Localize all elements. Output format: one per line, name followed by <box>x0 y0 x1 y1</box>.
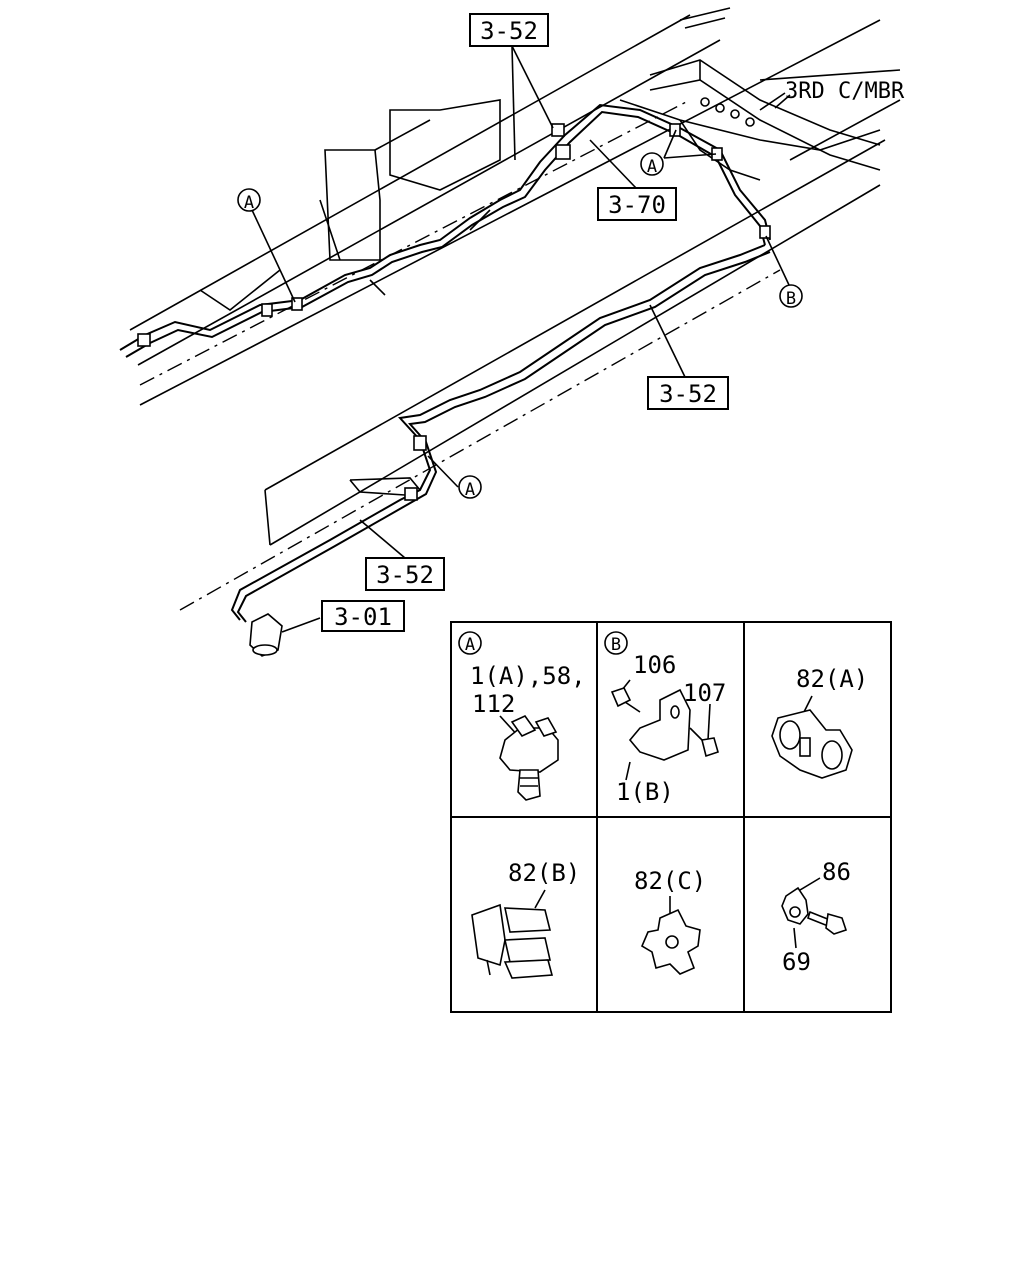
cell-part-text: 69 <box>782 948 811 976</box>
cell-part-text: 82(B) <box>508 859 580 887</box>
star-clip-icon <box>640 896 701 975</box>
third-cross-member <box>619 59 901 181</box>
ref-label: 3-01 <box>334 603 392 631</box>
cell-part-text: 86 <box>822 858 851 886</box>
table-cell-b: B 106 107 1(B) <box>604 631 726 806</box>
leader-lines <box>251 45 790 559</box>
clip-fastener-icon <box>499 714 559 801</box>
cross-member-label: 3RD C/MBR <box>785 79 905 104</box>
lower-frame-rail <box>179 139 886 611</box>
cell-part-text: 82(C) <box>634 867 706 895</box>
p-clamp-bolt-icon <box>781 877 848 949</box>
table-cell-c: 82(A) <box>771 665 868 779</box>
hose-clamp-icon <box>771 695 853 779</box>
callout-b: B <box>779 284 803 309</box>
upper-fuel-pipe <box>119 103 771 358</box>
ref-box-3-70[interactable]: 3-70 <box>597 187 677 221</box>
cell-marker: A <box>465 635 475 655</box>
ref-label: 3-52 <box>659 380 717 408</box>
svg-text:A: A <box>465 480 475 500</box>
ref-box-3-52-low[interactable]: 3-52 <box>365 557 445 591</box>
ref-box-3-52-top[interactable]: 3-52 <box>469 13 549 47</box>
cell-part-text: 82(A) <box>796 665 868 693</box>
cell-part-text: 106 <box>633 651 676 679</box>
upper-frame-rail <box>129 7 881 406</box>
fuel-tank <box>199 99 501 311</box>
lower-fuel-pipe <box>230 244 771 623</box>
pipe-clips <box>137 123 771 501</box>
ref-label: 3-52 <box>480 17 538 45</box>
fuel-filter <box>249 613 321 657</box>
cell-marker: B <box>611 635 621 655</box>
table-cell-a: A 1(A),58, 112 <box>458 631 586 801</box>
cell-part-text: 1(A),58, <box>470 662 586 690</box>
cell-part-text: 107 <box>683 679 726 707</box>
callout-a-lower: A <box>458 475 482 500</box>
ref-box-3-01[interactable]: 3-01 <box>321 600 405 632</box>
callout-a-left: A <box>237 188 261 213</box>
ref-label: 3-52 <box>376 561 434 589</box>
table-cell-f: 86 69 <box>781 858 851 976</box>
cell-part-text: 112 <box>472 690 515 718</box>
double-clip-icon <box>471 889 554 979</box>
cell-part-text: 1(B) <box>616 778 674 806</box>
table-cell-d: 82(B) <box>471 859 580 979</box>
callout-a-upper: A <box>640 152 664 177</box>
ref-box-3-52-mid[interactable]: 3-52 <box>647 376 729 410</box>
svg-text:A: A <box>647 157 657 177</box>
svg-text:A: A <box>244 193 254 213</box>
table-cell-e: 82(C) <box>634 867 706 975</box>
ref-label: 3-70 <box>608 191 666 219</box>
bracket-bolt-nut-icon <box>610 679 719 781</box>
svg-text:B: B <box>786 289 796 309</box>
